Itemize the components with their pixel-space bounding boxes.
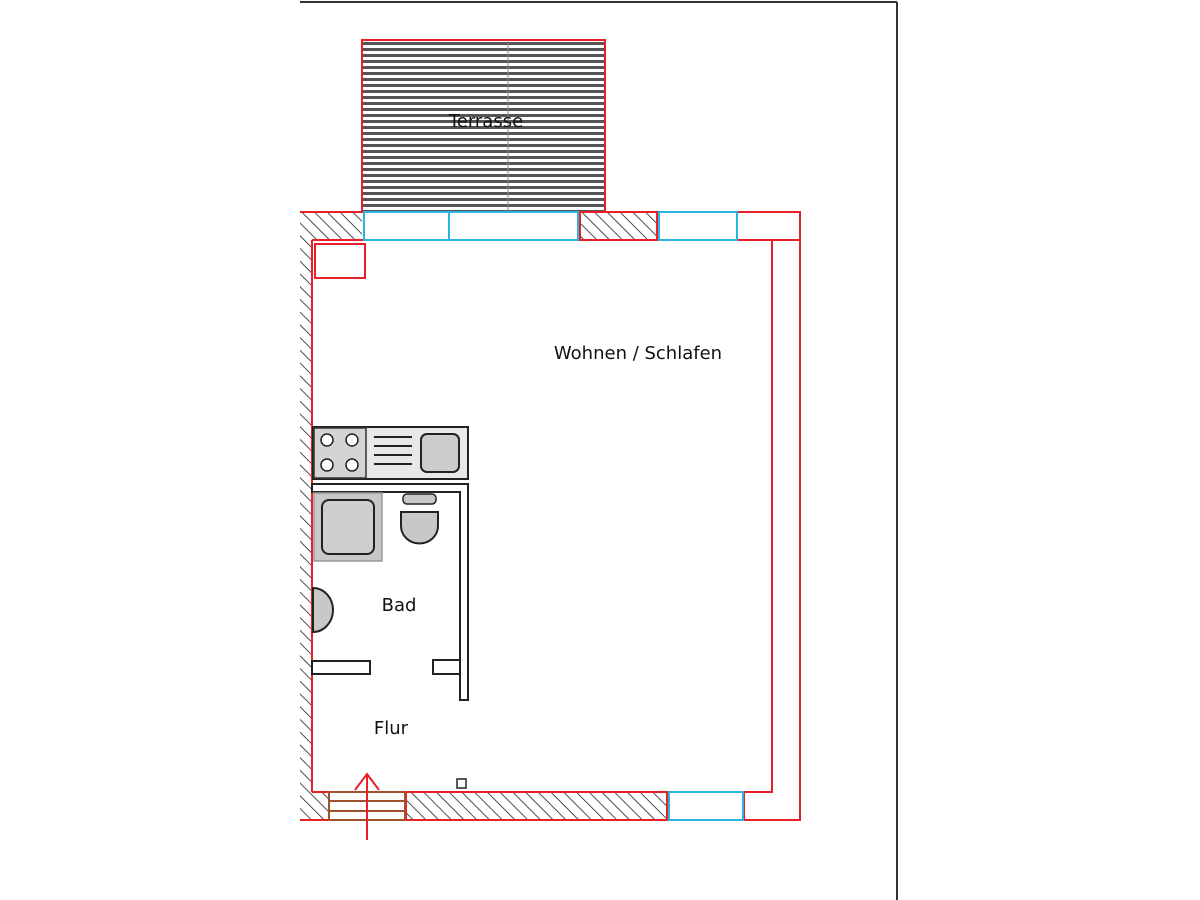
terrace <box>361 39 606 213</box>
toilet-icon <box>400 493 439 545</box>
hallway-label: Flur <box>374 718 409 739</box>
living-room-label: Wohnen / Schlafen <box>554 343 722 364</box>
window-1 <box>363 211 450 241</box>
washbasin-icon <box>312 586 334 634</box>
doorstop <box>456 778 467 789</box>
page-frame <box>300 1 898 900</box>
outer-walls <box>300 211 801 821</box>
kitchen-counter <box>312 426 469 480</box>
sink-icon <box>374 433 460 473</box>
terrace-label: Terrasse <box>448 111 523 132</box>
column-top-left <box>314 243 366 279</box>
shower-icon <box>313 492 383 562</box>
wall-bottom-main <box>406 792 667 820</box>
wall-top-middle <box>580 212 657 240</box>
wall-bottom-left <box>300 792 328 820</box>
entrance <box>328 772 467 840</box>
window-2 <box>448 211 579 241</box>
wall-left <box>300 240 312 792</box>
window-3 <box>658 211 738 241</box>
bathroom-label: Bad <box>382 595 417 616</box>
stove-icon <box>313 427 367 479</box>
windows <box>363 211 744 821</box>
entrance-arrow-icon <box>354 772 380 840</box>
wall-top-left <box>300 212 362 240</box>
window-bottom <box>668 791 744 821</box>
bathroom-walls <box>311 483 469 701</box>
